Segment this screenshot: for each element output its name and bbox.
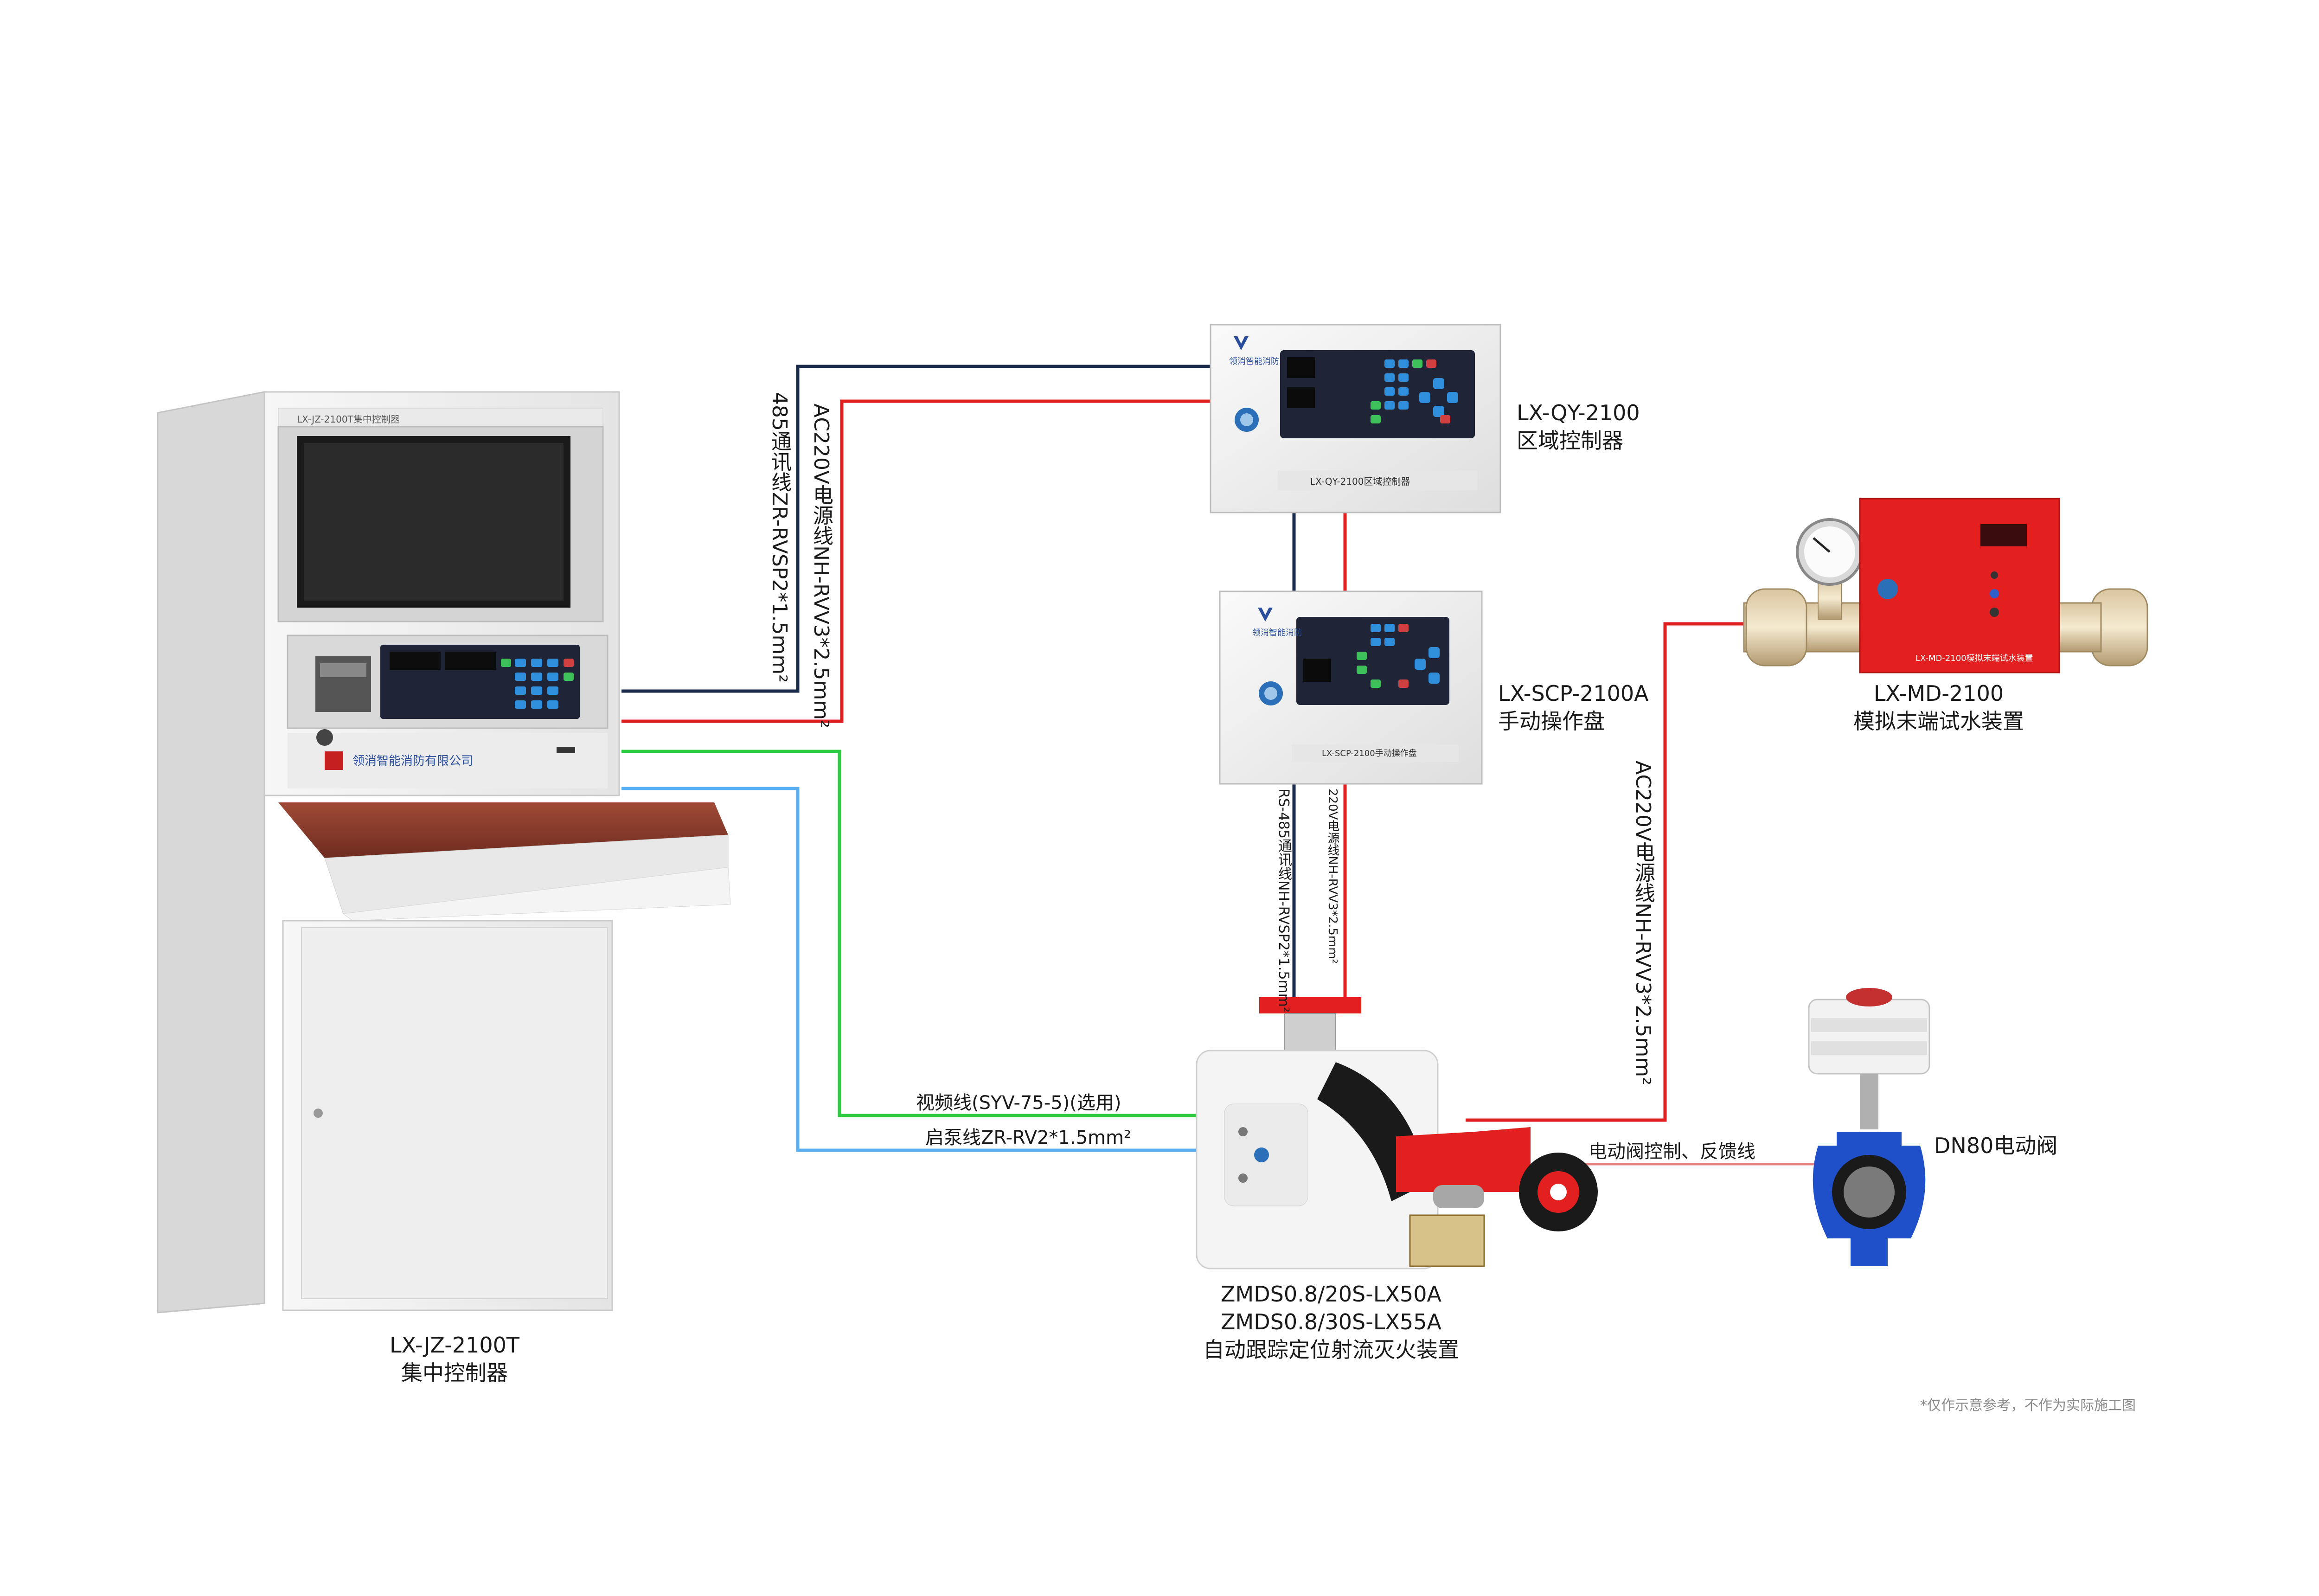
- cable-label-pump: 启泵线ZR-RV2*1.5mm²: [925, 1127, 1132, 1148]
- central-header-plate: LX-JZ-2100T集中控制器: [297, 414, 400, 425]
- water-name: 模拟末端试水装置: [1853, 709, 2024, 734]
- manual-panel: [1219, 590, 1483, 785]
- manual-logo-text: 领消智能消防: [1252, 628, 1302, 638]
- zone-logo-text: 领消智能消防: [1229, 357, 1279, 366]
- cable-label-rs485: RS-485通讯线NH-RVSP2*1.5mm²: [1275, 788, 1292, 1013]
- zone-model: LX-QY-2100: [1517, 400, 1640, 425]
- cable-label-comm485: 485通讯线ZR-RVSP2*1.5mm²: [768, 392, 791, 683]
- cannon-name: 自动跟踪定位射流灭火装置: [1203, 1337, 1459, 1362]
- water-label: LX-MD-2100 模拟末端试水装置: [1809, 679, 2069, 735]
- cable-label-power-220: 220V电源线NH-RVV3*2.5mm²: [1326, 788, 1339, 964]
- manual-name: 手动操作盘: [1498, 709, 1605, 734]
- cable-comm485: [621, 365, 1211, 693]
- cable-power-top: [621, 399, 1211, 723]
- cable-label-power-top: AC220V电源线NH-RVV3*2.5mm²: [809, 404, 833, 728]
- central-controller: [157, 391, 731, 1314]
- manual-model: LX-SCP-2100A: [1498, 681, 1649, 706]
- cable-power-right: [1466, 622, 1744, 1122]
- cable-label-video: 视频线(SYV-75-5)(选用): [916, 1092, 1121, 1114]
- water-plate: LX-MD-2100模拟末端试水装置: [1915, 654, 2033, 663]
- water-test-device: [1743, 498, 2148, 673]
- manual-plate: LX-SCP-2100手动操作盘: [1322, 749, 1417, 758]
- cannon-model-1: ZMDS0.8/20S-LX50A: [1221, 1282, 1441, 1307]
- zone-label: LX-QY-2100 区域控制器: [1517, 399, 1656, 455]
- cable-pump: [621, 787, 1197, 1152]
- cannon-label: ZMDS0.8/20S-LX50A ZMDS0.8/30S-LX55A 自动跟踪…: [1173, 1280, 1489, 1364]
- zone-plate: LX-QY-2100区域控制器: [1310, 476, 1410, 487]
- central-brand-plate: 领消智能消防有限公司: [352, 754, 474, 768]
- dn80-valve: [1808, 988, 1930, 1266]
- zone-name: 区域控制器: [1517, 428, 1623, 453]
- central-name: 集中控制器: [401, 1360, 508, 1385]
- central-model: LX-JZ-2100T: [389, 1333, 520, 1358]
- zone-controller: [1210, 324, 1501, 513]
- cannon-model-2: ZMDS0.8/30S-LX55A: [1221, 1309, 1441, 1334]
- valve-label: DN80电动阀: [1934, 1132, 2082, 1160]
- central-label: LX-JZ-2100T 集中控制器: [357, 1331, 552, 1387]
- disclaimer-note: *仅作示意参考，不作为实际施工图: [1920, 1397, 2136, 1414]
- valve-name: DN80电动阀: [1934, 1133, 2058, 1158]
- cable-label-valve: 电动阀控制、反馈线: [1589, 1141, 1755, 1162]
- manual-label: LX-SCP-2100A 手动操作盘: [1498, 679, 1665, 735]
- water-model: LX-MD-2100: [1873, 681, 2004, 706]
- cable-video: [621, 750, 1197, 1117]
- cable-label-power-right: AC220V电源线NH-RVV3*2.5mm²: [1631, 761, 1655, 1085]
- fire-monitor: [1196, 997, 1598, 1269]
